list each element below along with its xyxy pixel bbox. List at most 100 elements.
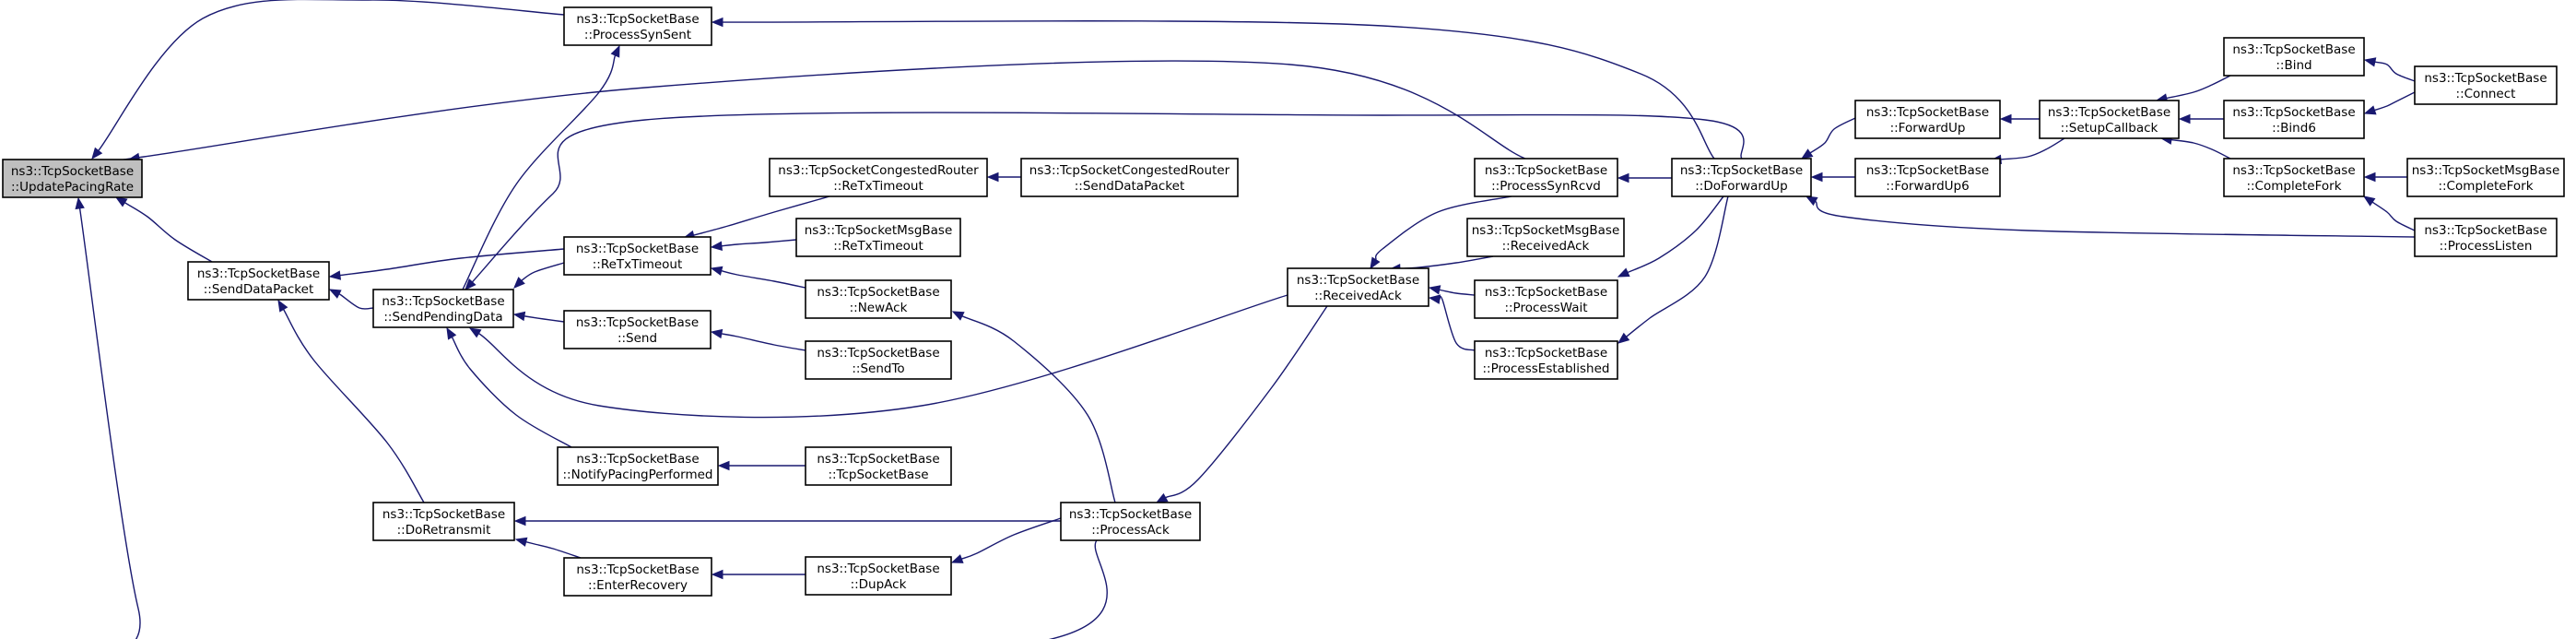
arrowhead-icon bbox=[2362, 195, 2376, 207]
arrowhead-icon bbox=[1810, 172, 1823, 183]
node-box[interactable] bbox=[2406, 158, 2565, 197]
edge-line bbox=[519, 262, 565, 283]
node-box[interactable] bbox=[1474, 279, 1618, 319]
node-sendpending[interactable]: ns3::TcpSocketBase::SendPendingData bbox=[372, 289, 514, 328]
edge-bind-to-setupcallback bbox=[2155, 75, 2231, 103]
node-box[interactable] bbox=[769, 158, 988, 197]
node-msg_retx[interactable]: ns3::TcpSocketMsgBase::ReTxTimeout bbox=[795, 218, 961, 257]
node-completefork[interactable]: ns3::TcpSocketBase::CompleteFork bbox=[2223, 158, 2365, 197]
node-box[interactable] bbox=[1474, 340, 1618, 380]
node-retx[interactable]: ns3::TcpSocketBase::ReTxTimeout bbox=[563, 236, 712, 276]
node-box[interactable] bbox=[2, 159, 143, 198]
node-established[interactable]: ns3::TcpSocketBase::ProcessEstablished bbox=[1474, 340, 1618, 380]
edge-doforwardup-to-synsent bbox=[711, 17, 1715, 160]
node-receivedack[interactable]: ns3::TcpSocketBase::ReceivedAck bbox=[1287, 267, 1429, 307]
node-dupack[interactable]: ns3::TcpSocketBase::DupAck bbox=[805, 556, 952, 596]
node-send[interactable]: ns3::TcpSocketBase::Send bbox=[563, 310, 712, 349]
node-box[interactable] bbox=[187, 261, 330, 301]
node-synsent[interactable]: ns3::TcpSocketBase::ProcessSynSent bbox=[563, 6, 712, 46]
node-forwardup[interactable]: ns3::TcpSocketBase::ForwardUp bbox=[1854, 100, 2001, 139]
node-box[interactable] bbox=[1854, 100, 2001, 139]
node-ctor[interactable]: ns3::TcpSocketBase::TcpSocketBase bbox=[805, 446, 952, 486]
node-doforwardup[interactable]: ns3::TcpSocketBase::DoForwardUp bbox=[1671, 158, 1812, 197]
node-box[interactable] bbox=[563, 310, 712, 349]
node-method-label: ::NotifyPacingPerformed bbox=[563, 467, 713, 482]
node-newack[interactable]: ns3::TcpSocketBase::NewAck bbox=[805, 279, 952, 319]
node-box[interactable] bbox=[372, 502, 515, 541]
node-senddata[interactable]: ns3::TcpSocketBase::SendDataPacket bbox=[187, 261, 330, 301]
node-class-label: ns3::TcpSocketMsgBase bbox=[2412, 163, 2560, 178]
node-cong_retx[interactable]: ns3::TcpSocketCongestedRouter::ReTxTimeo… bbox=[769, 158, 988, 197]
node-doretransmit[interactable]: ns3::TcpSocketBase::DoRetransmit bbox=[372, 502, 515, 541]
node-method-label: ::SendTo bbox=[852, 361, 904, 376]
edge-line bbox=[1439, 295, 1476, 351]
node-cong_senddata[interactable]: ns3::TcpSocketCongestedRouter::SendDataP… bbox=[1020, 158, 1239, 197]
node-setupcallback[interactable]: ns3::TcpSocketBase::SetupCallback bbox=[2039, 100, 2180, 139]
edge-line bbox=[78, 207, 1108, 639]
node-box[interactable] bbox=[1671, 158, 1812, 197]
node-update[interactable]: ns3::TcpSocketBase::UpdatePacingRate bbox=[2, 159, 143, 198]
node-method-label: ::SendDataPacket bbox=[1075, 179, 1185, 194]
node-msg_receivedack[interactable]: ns3::TcpSocketMsgBase::ReceivedAck bbox=[1466, 218, 1625, 257]
node-method-label: ::UpdatePacingRate bbox=[11, 180, 134, 195]
edge-line bbox=[339, 248, 565, 277]
edge-line bbox=[478, 294, 1288, 419]
node-box[interactable] bbox=[805, 556, 952, 596]
node-class-label: ns3::TcpSocketBase bbox=[817, 285, 939, 300]
node-box[interactable] bbox=[2414, 65, 2558, 105]
node-connect[interactable]: ns3::TcpSocketBase::Connect bbox=[2414, 65, 2558, 105]
node-box[interactable] bbox=[1287, 267, 1429, 307]
node-box[interactable] bbox=[1854, 158, 2001, 197]
arrowhead-icon bbox=[610, 44, 620, 58]
node-enterrecovery[interactable]: ns3::TcpSocketBase::EnterRecovery bbox=[563, 557, 712, 597]
node-bind6[interactable]: ns3::TcpSocketBase::Bind6 bbox=[2223, 100, 2365, 139]
edge-line bbox=[523, 315, 565, 323]
node-box[interactable] bbox=[1474, 158, 1618, 197]
edge-doretransmit-to-senddata bbox=[277, 299, 425, 503]
node-box[interactable] bbox=[1020, 158, 1239, 197]
node-box[interactable] bbox=[563, 6, 712, 46]
node-box[interactable] bbox=[557, 446, 719, 486]
edge-line bbox=[525, 540, 582, 559]
edge-completefork-to-setupcallback bbox=[2159, 135, 2231, 160]
node-box[interactable] bbox=[1060, 502, 1201, 541]
node-box[interactable] bbox=[795, 218, 961, 257]
edge-sendpending-to-senddata bbox=[328, 289, 374, 310]
node-box[interactable] bbox=[2223, 37, 2365, 77]
node-processack[interactable]: ns3::TcpSocketBase::ProcessAck bbox=[1060, 502, 1201, 541]
node-box[interactable] bbox=[805, 340, 952, 380]
edge-line bbox=[1626, 195, 1729, 337]
node-class-label: ns3::TcpSocketBase bbox=[817, 562, 939, 576]
node-class-label: ns3::TcpSocketBase bbox=[1485, 163, 1607, 178]
node-forwardup6[interactable]: ns3::TcpSocketBase::ForwardUp6 bbox=[1854, 158, 2001, 197]
node-box[interactable] bbox=[2039, 100, 2180, 139]
node-box[interactable] bbox=[2223, 100, 2365, 139]
node-box[interactable] bbox=[2414, 218, 2558, 257]
node-msg_completefork[interactable]: ns3::TcpSocketMsgBase::CompleteFork bbox=[2406, 158, 2565, 197]
node-box[interactable] bbox=[563, 557, 712, 597]
node-box[interactable] bbox=[1466, 218, 1625, 257]
node-processwait[interactable]: ns3::TcpSocketBase::ProcessWait bbox=[1474, 279, 1618, 319]
arrowhead-icon bbox=[1370, 256, 1381, 270]
arrowhead-icon bbox=[328, 289, 342, 299]
node-processlisten[interactable]: ns3::TcpSocketBase::ProcessListen bbox=[2414, 218, 2558, 257]
node-bind[interactable]: ns3::TcpSocketBase::Bind bbox=[2223, 37, 2365, 77]
node-sendto[interactable]: ns3::TcpSocketBase::SendTo bbox=[805, 340, 952, 380]
node-box[interactable] bbox=[563, 236, 712, 276]
edge-line bbox=[337, 292, 374, 310]
node-box[interactable] bbox=[805, 279, 952, 319]
edge-bind6-to-setupcallback bbox=[2178, 113, 2225, 124]
node-synrcvd[interactable]: ns3::TcpSocketBase::ProcessSynRcvd bbox=[1474, 158, 1618, 197]
node-box[interactable] bbox=[372, 289, 514, 328]
node-notifypacing[interactable]: ns3::TcpSocketBase::NotifyPacingPerforme… bbox=[557, 446, 719, 486]
node-box[interactable] bbox=[2223, 158, 2365, 197]
edge-enterrecovery-to-doretransmit bbox=[514, 537, 582, 559]
node-box[interactable] bbox=[805, 446, 952, 486]
edge-line bbox=[721, 239, 797, 247]
node-method-label: ::Send bbox=[618, 331, 657, 346]
node-method-label: ::CompleteFork bbox=[2246, 179, 2341, 194]
arrowhead-icon bbox=[710, 241, 723, 251]
node-class-label: ns3::TcpSocketBase bbox=[2424, 71, 2547, 86]
edge-setupcallback-to-forwardup bbox=[1999, 113, 2041, 124]
